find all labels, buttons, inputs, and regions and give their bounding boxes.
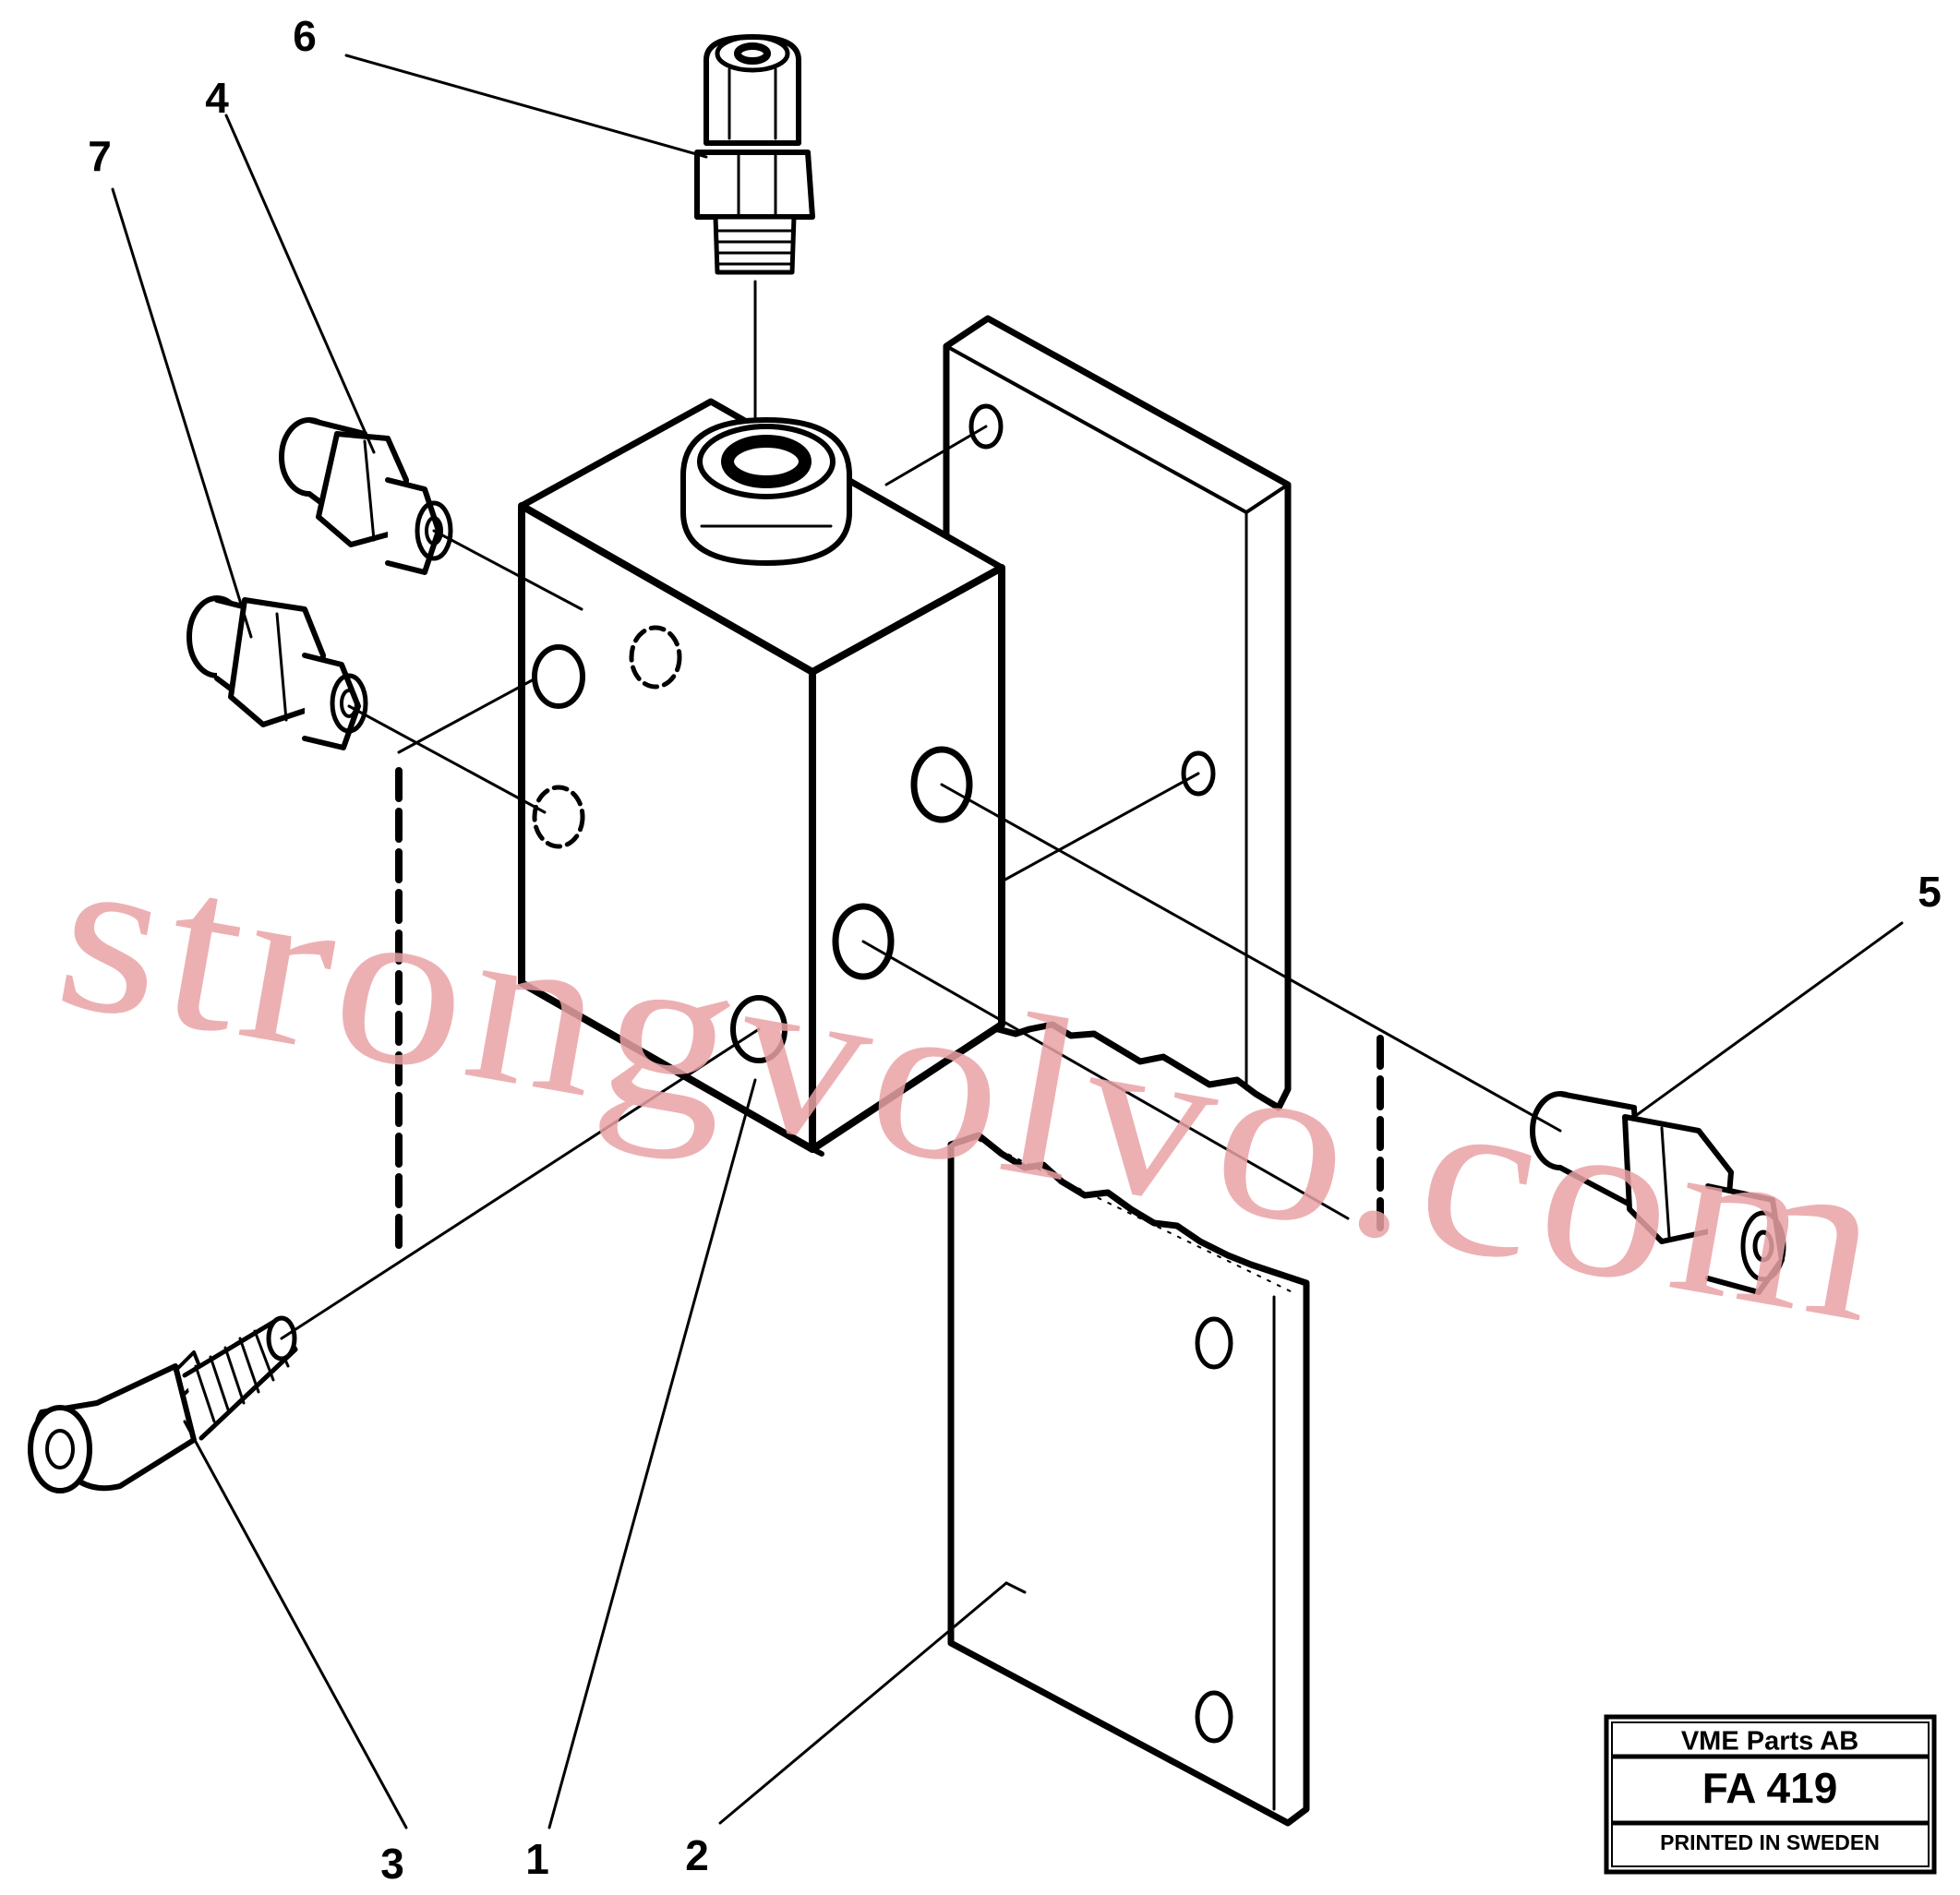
mounting-plate-upper (943, 315, 1292, 1111)
title-block: VME Parts AB FA 419 PRINTED IN SWEDEN (1604, 1714, 1937, 1875)
top-fitting (694, 34, 815, 275)
title-block-company: VME Parts AB (1681, 1727, 1858, 1757)
assembly-lines (280, 425, 1562, 1340)
callout-6: 6 (293, 12, 317, 60)
callout-2: 2 (685, 1831, 709, 1879)
nipple-fitting-7 (186, 595, 368, 750)
callout-4: 4 (205, 74, 229, 122)
title-block-code: FA 419 (1702, 1764, 1838, 1812)
callout-3: 3 (380, 1840, 404, 1888)
callout-1: 1 (525, 1835, 549, 1883)
callout-5: 5 (1918, 868, 1942, 916)
phantom-bracket (395, 767, 1384, 1250)
socket-head-screw (28, 1315, 298, 1493)
valve-block (518, 398, 1005, 1157)
title-block-footer: PRINTED IN SWEDEN (1660, 1830, 1880, 1854)
mounting-plate-lower (947, 1132, 1310, 1827)
nipple-fitting-4 (279, 417, 453, 575)
leader-lines (111, 54, 1904, 1829)
callout-7: 7 (88, 132, 112, 180)
